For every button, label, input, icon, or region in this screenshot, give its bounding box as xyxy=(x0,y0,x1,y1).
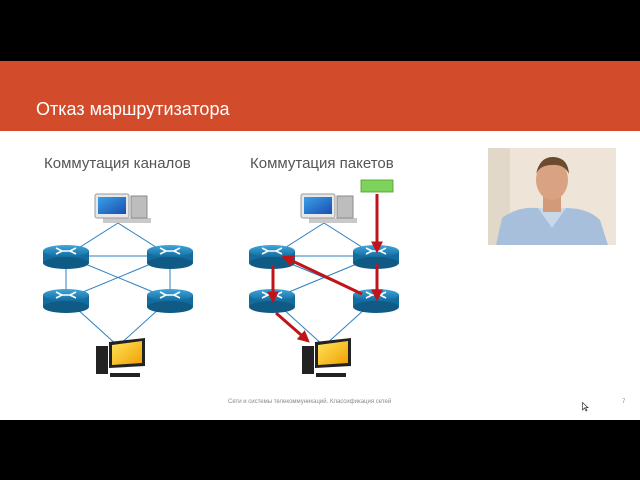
slide-title: Отказ маршрутизатора xyxy=(36,99,230,119)
router-icon xyxy=(42,288,90,314)
slide-page-number: 7 xyxy=(622,399,626,405)
computer-icon xyxy=(94,193,152,224)
router-icon xyxy=(42,244,90,270)
packet-switching-heading: Коммутация пакетов xyxy=(250,155,394,172)
network-diagrams xyxy=(42,179,400,377)
mouse-cursor-icon xyxy=(582,402,589,412)
computer-icon xyxy=(96,338,145,377)
title-bar xyxy=(0,61,640,131)
presenter-webcam-video xyxy=(488,148,616,245)
router-icon xyxy=(146,288,194,314)
video-letterbox-bottom xyxy=(0,420,640,480)
video-letterbox-top xyxy=(0,0,640,61)
circuit-switching-heading: Коммутация каналов xyxy=(44,155,191,172)
packet-route-arrows xyxy=(267,194,383,343)
computer-icon xyxy=(300,193,358,224)
slide-footer: Сети и системы телекоммуникаций. Классиф… xyxy=(228,399,392,405)
packet-switching-diagram xyxy=(248,179,400,377)
packet-icon xyxy=(360,179,394,193)
router-icon xyxy=(248,244,296,270)
presenter-figure xyxy=(488,148,616,245)
computer-icon xyxy=(302,338,351,377)
router-icon xyxy=(146,244,194,270)
presentation-slide: Отказ маршрутизатора Коммутация каналов … xyxy=(0,61,640,420)
circuit-switching-diagram xyxy=(42,193,194,377)
